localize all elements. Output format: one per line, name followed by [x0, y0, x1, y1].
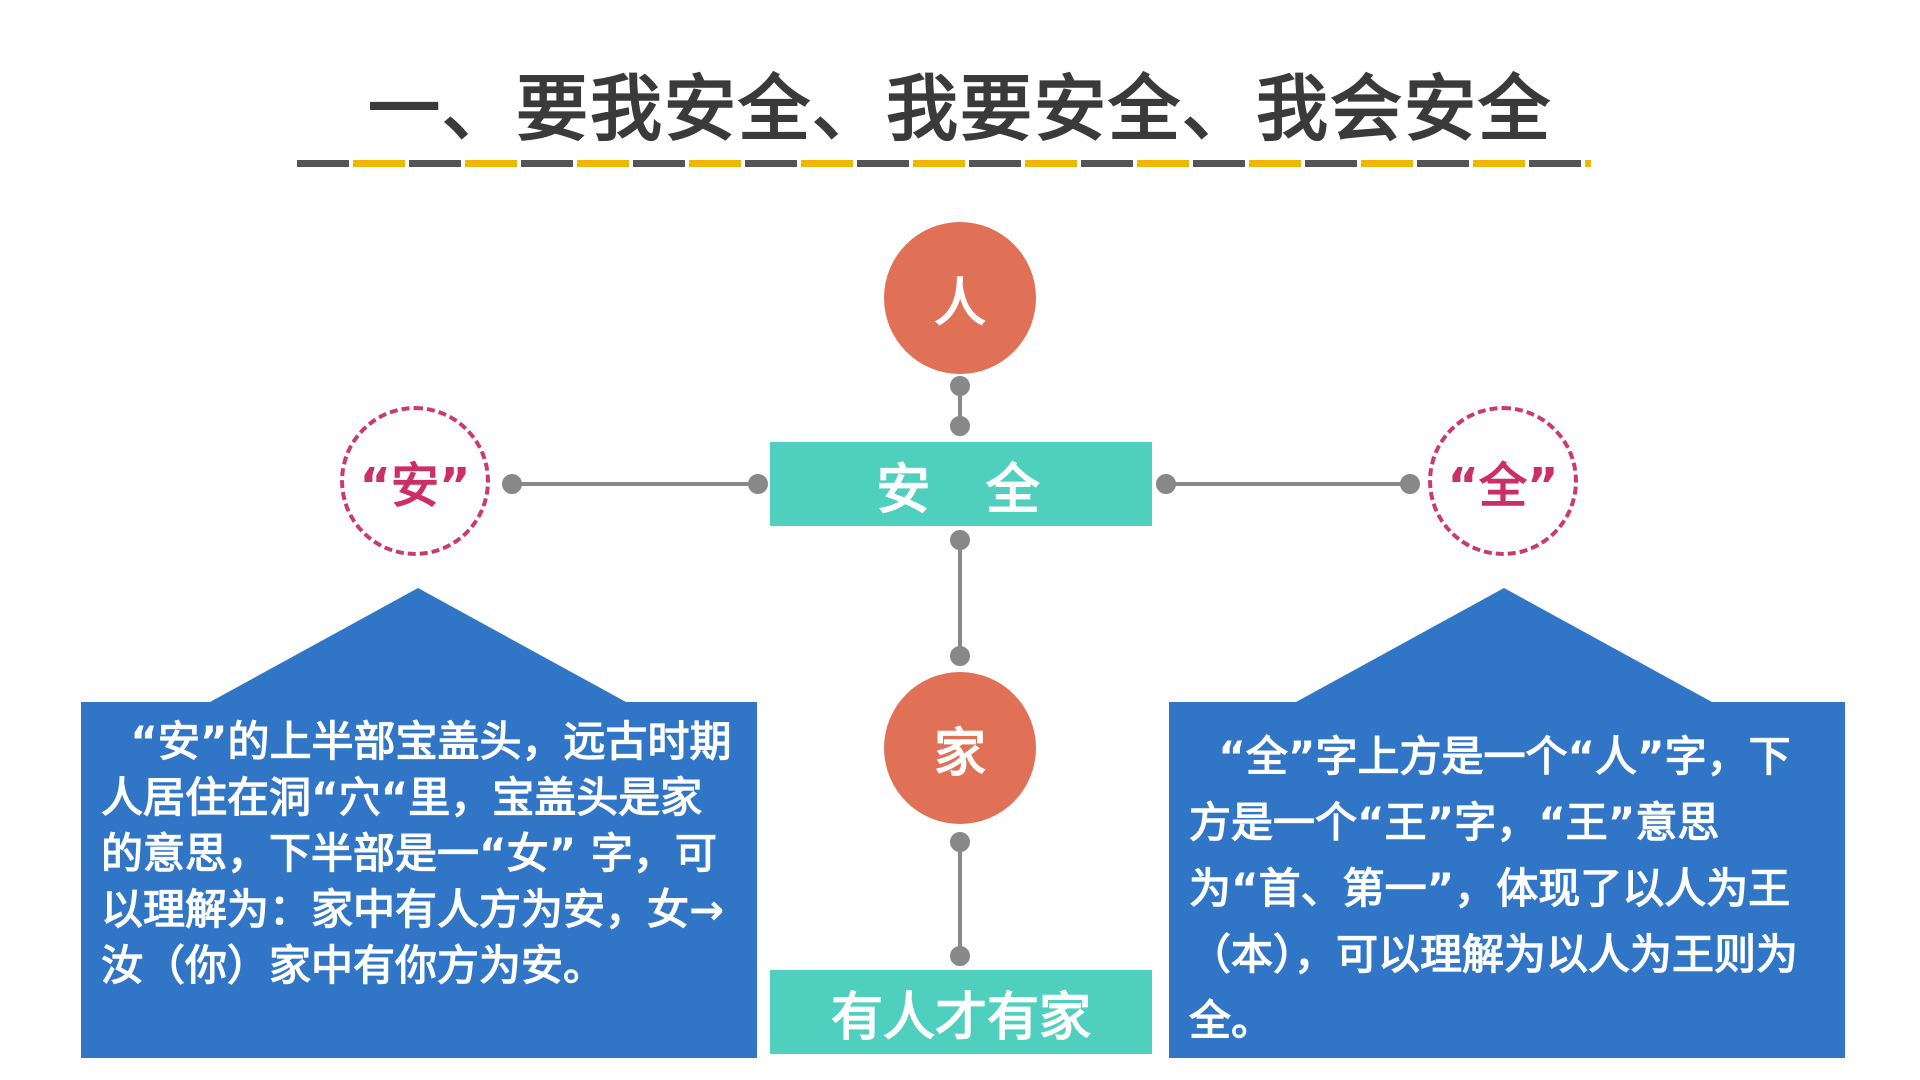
connector-dot — [502, 474, 522, 494]
divider-segment-accent — [801, 160, 853, 167]
divider-segment-accent — [1585, 160, 1591, 167]
node-ren-label: 人 — [933, 273, 986, 334]
divider-segment-dark — [1081, 160, 1133, 167]
circle-an-label: “安” — [359, 458, 471, 514]
divider-segment-accent — [1137, 160, 1189, 167]
connector-dot — [950, 530, 970, 550]
right-box-pointer — [1296, 588, 1712, 702]
connector-dot — [1156, 474, 1176, 494]
connector-dot — [950, 946, 970, 966]
divider-segment-accent — [1473, 160, 1525, 167]
connector-dot — [950, 646, 970, 666]
node-anquan-label: 安 全 — [876, 457, 1046, 521]
divider-segment-dark — [521, 160, 573, 167]
right-info-text: “全”字上方是一个“人”字，下方是一个“王”字，“王”意思为“首、第一”，体现了… — [1189, 732, 1799, 1045]
divider-segment-dark — [297, 160, 349, 167]
divider-segment-accent — [353, 160, 405, 167]
divider-segment-dark — [969, 160, 1021, 167]
node-jia: 家 — [884, 672, 1036, 824]
circle-quan-label: “全” — [1447, 458, 1559, 514]
left-info-box: “安”的上半部宝盖头，远古时期人居住在洞“穴“里，宝盖头是家的意思，下半部是一“… — [81, 702, 757, 1058]
right-info-box: “全”字上方是一个“人”字，下方是一个“王”字，“王”意思为“首、第一”，体现了… — [1169, 702, 1845, 1058]
divider-segment-accent — [465, 160, 517, 167]
divider-segment-dark — [857, 160, 909, 167]
page-title: 一、要我安全、我要安全、我会安全 — [367, 67, 1552, 151]
connector-dot — [950, 416, 970, 436]
node-youren-label: 有人才有家 — [830, 987, 1091, 1048]
divider-segment-dark — [1417, 160, 1469, 167]
divider-segment-dark — [745, 160, 797, 167]
left-box-pointer — [210, 588, 626, 702]
node-jia-label: 家 — [933, 723, 986, 784]
connector-dot — [950, 376, 970, 396]
divider-segment-accent — [1249, 160, 1301, 167]
divider-segment-accent — [689, 160, 741, 167]
connector-dot — [950, 832, 970, 852]
divider-segment-dark — [1529, 160, 1581, 167]
node-youren: 有人才有家 — [770, 970, 1152, 1054]
divider-segment-accent — [1025, 160, 1077, 167]
connector-dot — [748, 474, 768, 494]
divider-segment-dark — [1193, 160, 1245, 167]
divider-segment-dark — [1305, 160, 1357, 167]
divider-segment-dark — [633, 160, 685, 167]
divider-segment-accent — [577, 160, 629, 167]
divider-segment-accent — [1361, 160, 1413, 167]
connector-dot — [1400, 474, 1420, 494]
node-ren: 人 — [884, 222, 1036, 374]
divider-segment-dark — [409, 160, 461, 167]
title-divider — [297, 160, 1591, 167]
circle-an: “安” — [340, 406, 490, 556]
left-info-text: “安”的上半部宝盖头，远古时期人居住在洞“穴“里，宝盖头是家的意思，下半部是一“… — [101, 717, 732, 990]
circle-quan: “全” — [1428, 406, 1578, 556]
divider-segment-accent — [913, 160, 965, 167]
node-anquan: 安 全 — [770, 442, 1152, 526]
